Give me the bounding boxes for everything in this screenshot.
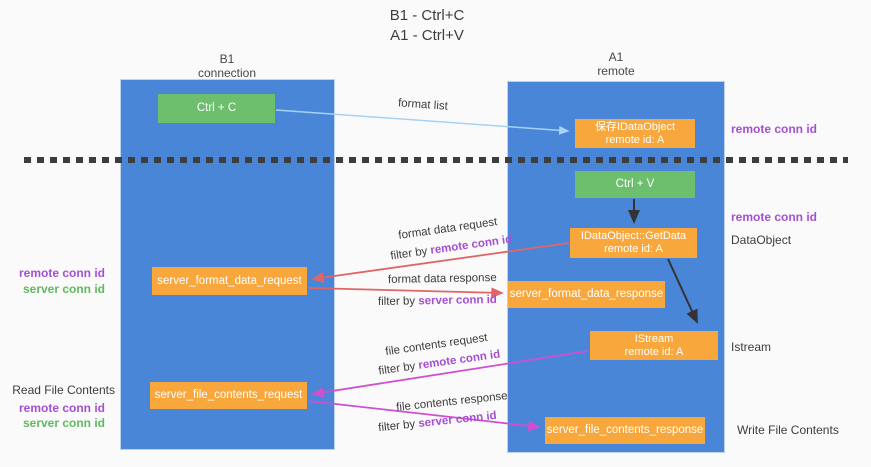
label-format-data-response: format data response xyxy=(387,272,497,286)
box-idataobject-getdata-line2: remote id: A xyxy=(604,243,663,255)
label-remote-conn-id: remote conn id xyxy=(417,348,501,372)
label-filter-by-text: filter by xyxy=(377,295,416,309)
annotation-write-file-contents: Write File Contents xyxy=(737,423,839,437)
label-filter-by-text: filter by xyxy=(389,245,429,263)
lifeline-left-name: B1 xyxy=(219,52,235,66)
lifeline-right-header: A1 remote xyxy=(541,50,691,78)
box-save-idataobject-line1: 保存IDataObject xyxy=(594,120,676,133)
box-save-idataobject-line2: remote id: A xyxy=(605,133,665,146)
box-server-format-data-request: server_format_data_request xyxy=(152,267,307,295)
label-format-list: format list xyxy=(397,97,449,113)
box-idataobject-getdata: IDataObject::GetData remote id: A xyxy=(570,228,697,258)
box-ctrl-v-label: Ctrl + V xyxy=(615,178,655,190)
phase-divider-dashed-line xyxy=(24,157,848,163)
box-istream-line1: IStream xyxy=(634,332,674,345)
box-server-format-data-response-label: server_format_data_response xyxy=(509,288,664,300)
box-server-file-contents-request-label: server_file_contents_request xyxy=(154,389,303,401)
annotation-istream: Istream xyxy=(731,340,772,354)
annotation-remote-conn-id-top: remote conn id xyxy=(731,122,818,136)
box-idataobject-getdata-line1: IDataObject::GetData xyxy=(580,230,687,242)
box-ctrl-c-label: Ctrl + C xyxy=(196,102,237,114)
box-server-file-contents-response: server_file_contents_response xyxy=(545,417,705,444)
diagram-title: B1 - Ctrl+C A1 - Ctrl+V xyxy=(327,6,527,46)
box-ctrl-v: Ctrl + V xyxy=(575,171,695,198)
box-server-format-data-response: server_format_data_response xyxy=(508,281,665,308)
title-line-2: A1 - Ctrl+V xyxy=(390,27,464,44)
annotation-dataobject: DataObject xyxy=(731,233,792,247)
label-filter-by-text: filter by xyxy=(377,360,417,378)
lifeline-right-role: remote xyxy=(597,64,635,78)
arrow-format-data-response xyxy=(308,287,504,299)
label-server-conn-id: server conn id xyxy=(417,409,498,430)
label-filter-by-server-2: filter by server conn id xyxy=(378,410,498,434)
label-remote-conn-id: remote conn id xyxy=(429,233,513,257)
annotation-server-conn-id-left-1: server conn id xyxy=(22,282,105,296)
box-server-file-contents-response-label: server_file_contents_response xyxy=(546,424,704,436)
box-istream-line2: remote id: A xyxy=(624,345,684,358)
lifeline-right-name: A1 xyxy=(608,50,624,64)
title-line-1: B1 - Ctrl+C xyxy=(389,7,465,24)
annotation-remote-conn-id-mid: remote conn id xyxy=(731,210,818,224)
label-filter-by-text: filter by xyxy=(377,418,416,435)
lifeline-left-role: connection xyxy=(197,66,257,80)
annotation-read-file-contents: Read File Contents xyxy=(12,383,115,397)
box-server-format-data-request-label: server_format_data_request xyxy=(157,274,302,287)
annotation-remote-conn-id-left-2: remote conn id xyxy=(18,401,105,415)
annotation-remote-conn-id-left-1: remote conn id xyxy=(18,266,105,280)
box-server-file-contents-request: server_file_contents_request xyxy=(150,382,307,409)
lifeline-left-header: B1 connection xyxy=(152,52,302,80)
label-server-conn-id: server conn id xyxy=(418,293,498,308)
label-filter-by-server-1: filter by server conn id xyxy=(378,294,497,308)
box-istream: IStream remote id: A xyxy=(590,331,718,360)
box-ctrl-c: Ctrl + C xyxy=(158,94,275,123)
box-save-idataobject: 保存IDataObject remote id: A xyxy=(575,119,695,148)
annotation-server-conn-id-left-2: server conn id xyxy=(22,416,105,430)
